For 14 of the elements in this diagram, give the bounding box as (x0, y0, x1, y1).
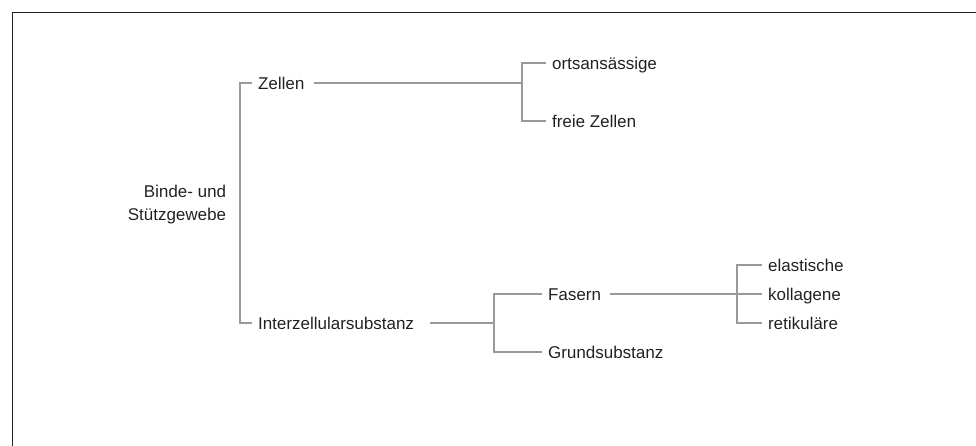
connector-line (239, 202, 252, 324)
connector-line (314, 82, 546, 122)
connector-line (239, 82, 252, 204)
node-label: retikuläre (768, 312, 838, 334)
node-label: Zellen (258, 72, 304, 94)
node-label: Interzellularsubstanz (258, 312, 414, 334)
node-label: elastische (768, 254, 844, 276)
node-label: ortsansässige (552, 52, 657, 74)
node-label: Grundsubstanz (548, 342, 664, 364)
node-label: Fasern (548, 284, 601, 306)
node-label: Binde- und Stützgewebe (126, 181, 226, 226)
connector-line (430, 322, 542, 353)
node-label: freie Zellen (552, 110, 636, 132)
node-label: kollagene (768, 284, 841, 306)
